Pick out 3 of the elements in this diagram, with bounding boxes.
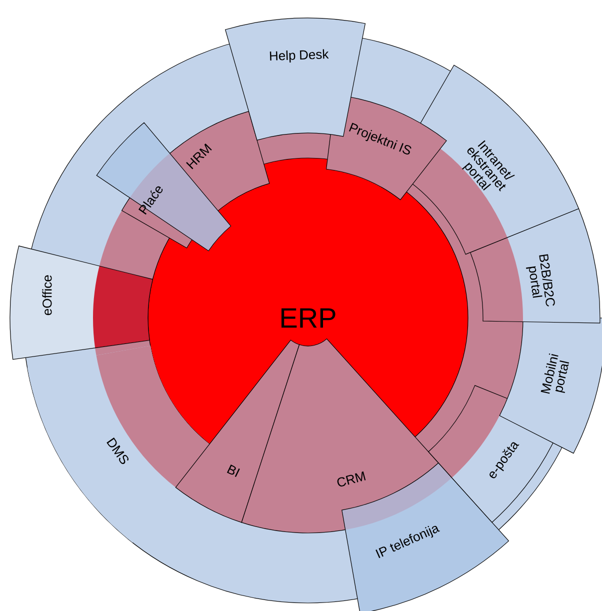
ring-segment: eOffice: [10, 246, 154, 360]
ring-segment: BI: [175, 340, 300, 523]
node-label: B2B/B2C portal: [526, 254, 555, 307]
